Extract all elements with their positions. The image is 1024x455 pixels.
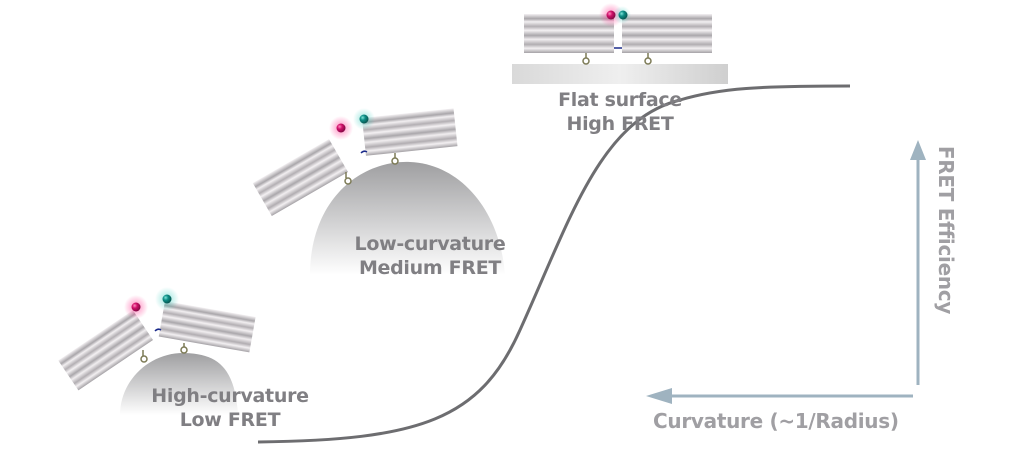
anchor-left <box>140 350 148 363</box>
filament-right <box>622 14 712 53</box>
low-curvature-dome <box>310 161 505 275</box>
low-curvature-label-line1: Low-curvature <box>354 233 506 255</box>
acceptor-dye-icon <box>162 294 172 304</box>
anchor-left <box>582 53 590 65</box>
flat-surface-label-line2: High FRET <box>566 113 674 135</box>
flat-surface-label-line1: Flat surface <box>558 89 682 111</box>
high-curvature-label-line1: High-curvature <box>151 385 309 407</box>
low-curvature-label-line2: Medium FRET <box>358 257 502 279</box>
fret-curve <box>257 84 851 444</box>
filament-right <box>362 108 458 156</box>
flat-surface-label: Flat surface High FRET <box>540 88 700 136</box>
low-curvature-state <box>252 108 505 275</box>
low-curvature-label: Low-curvature Medium FRET <box>350 232 510 280</box>
x-axis-label: Curvature (~1/Radius) <box>653 409 899 433</box>
y-axis-arrow <box>910 140 926 385</box>
acceptor-dye-icon <box>618 10 628 20</box>
anchor-right <box>180 343 188 354</box>
donor-dye-icon <box>336 123 346 133</box>
high-curvature-label: High-curvature Low FRET <box>145 384 315 432</box>
filament-left <box>252 139 348 216</box>
filament-left <box>58 310 153 391</box>
high-curvature-label-line2: Low FRET <box>179 409 281 431</box>
acceptor-dye-icon <box>359 114 369 124</box>
flat-slab <box>512 64 728 84</box>
filament-right <box>158 301 256 353</box>
x-axis-arrow <box>646 388 913 404</box>
anchor-right <box>644 53 652 65</box>
donor-dye-icon <box>606 10 616 20</box>
y-axis-label: FRET Efficiency <box>934 145 958 315</box>
donor-dye-icon <box>131 302 141 312</box>
flat-surface-state <box>512 3 728 84</box>
anchor-left <box>344 172 352 185</box>
high-curvature-dome <box>120 352 238 415</box>
filament-left <box>524 14 614 53</box>
anchor-right <box>391 153 399 165</box>
high-curvature-state <box>58 287 256 415</box>
